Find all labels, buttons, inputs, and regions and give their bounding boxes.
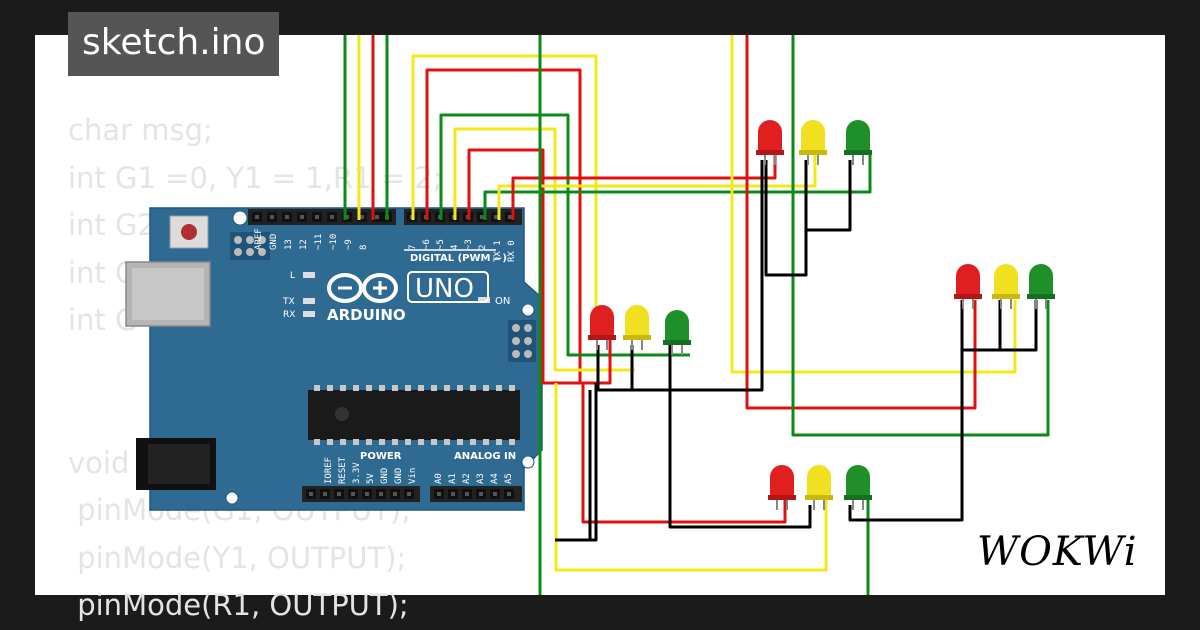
pin-label-9: ~9 [344, 239, 354, 250]
pin-label-vin: Vin [408, 468, 418, 484]
led-red-4[interactable] [768, 465, 796, 510]
pin-label-10: ~10 [329, 234, 339, 250]
led-red-2[interactable] [588, 305, 616, 350]
digital-pwm-label: DIGITAL (PWM ~) [410, 253, 507, 264]
code-line: void [68, 445, 130, 480]
wire-yellow-pin4[interactable] [453, 127, 635, 372]
wire-green-right[interactable] [791, 0, 1050, 437]
code-editor: char msg;int G1 =0, Y1 = 1,R1 = 2;int G2… [68, 107, 442, 630]
pin-label-11: ~11 [314, 234, 324, 250]
led-yellow-3[interactable] [992, 264, 1020, 309]
pin-label-12: 12 [299, 239, 309, 250]
arduino-infinity-logo [327, 273, 398, 303]
wire-green-pin2[interactable] [483, 152, 872, 220]
led-green-3[interactable] [1027, 264, 1055, 309]
board-name: ARDUINO [327, 306, 406, 324]
led-green-2[interactable] [663, 310, 691, 355]
pin-label-13: 13 [284, 239, 294, 250]
pin-label-a3: A3 [476, 473, 486, 484]
code-line: char msg; [68, 113, 213, 147]
led-label-rx: RX [283, 310, 295, 320]
pin-label-a4: A4 [490, 473, 500, 484]
pin-label-gnd1: GND [380, 468, 390, 484]
led-yellow-1[interactable] [799, 120, 827, 165]
pin-label-tx: TX 1 [493, 240, 503, 262]
pin-label-reset: RESET [338, 456, 348, 484]
pin-label-a5: A5 [504, 473, 514, 484]
pin-label-6: ~6 [422, 239, 432, 250]
wires[interactable] [343, 0, 1050, 630]
digital-header [248, 209, 522, 225]
power-analog-header [302, 486, 522, 502]
wire-red-pin3[interactable] [467, 148, 612, 385]
file-name-tab[interactable]: sketch.ino [68, 12, 280, 76]
led-red-3[interactable] [954, 264, 982, 309]
onboard-led-on [478, 297, 490, 303]
wokwi-logo: WOKWi [977, 529, 1138, 575]
uno-badge [407, 271, 489, 303]
led-green-4[interactable] [844, 465, 872, 510]
led-green-1[interactable] [844, 120, 872, 165]
arduino-uno-board[interactable]: AREF GND 13 12 ~11 ~10 ~9 8 7 ~6 ~5 4 ~3… [125, 207, 543, 511]
pin-label-3: ~3 [464, 239, 474, 250]
onboard-led-l [303, 272, 315, 278]
pin-label-gnd: GND [269, 234, 279, 250]
code-line: pinMode(R1, OUTPUT); [68, 588, 409, 622]
pin-label-5v: 5V [366, 473, 376, 484]
board-model: UNO [415, 274, 474, 304]
led-red-1[interactable] [756, 120, 784, 165]
pin-label-rx: RX 0 [507, 240, 517, 262]
wire-yellow-bottom[interactable] [554, 383, 828, 572]
pin-label-a2: A2 [462, 473, 472, 484]
pin-label-8: 8 [359, 245, 369, 250]
code-line: int G2 [68, 208, 156, 242]
wire-gnd-led-group-2[interactable] [670, 160, 764, 392]
pin-label-aref: AREF [254, 228, 264, 250]
pin-label-ioref: IOREF [324, 457, 334, 484]
pin-label-5: ~5 [436, 239, 446, 250]
code-line: pinMode(Y1, OUTPUT); [68, 540, 407, 575]
icsp-header [230, 232, 270, 260]
led-label-l: L [290, 271, 295, 281]
pin-label-a0: A0 [434, 473, 444, 484]
led-yellow-4[interactable] [805, 465, 833, 510]
wire-yellow-pin7[interactable] [411, 54, 598, 340]
icsp-header-right [508, 320, 536, 362]
pin-label-2: 2 [478, 245, 488, 250]
led-yellow-2[interactable] [623, 305, 651, 350]
wire-gnd-led-group-3[interactable] [848, 300, 964, 522]
led-label-tx: TX [282, 297, 295, 307]
wire-red-right[interactable] [745, 0, 977, 410]
wire-red-bottom[interactable] [581, 383, 787, 524]
analog-label: ANALOG IN [454, 451, 516, 462]
power-label: POWER [360, 451, 402, 462]
pin-label-4: 4 [450, 245, 460, 250]
on-label: ON [495, 296, 510, 307]
pin-label-a1: A1 [448, 473, 458, 484]
wire-yellow-pin1[interactable] [497, 152, 817, 220]
wokwi-logo-text: WOKWi [977, 529, 1138, 575]
pin-label-3v3: 3.3V [352, 462, 362, 484]
pin-label-7: 7 [408, 245, 418, 250]
wire-yellow-right[interactable] [730, 0, 1017, 374]
pin-label-gnd2: GND [394, 468, 404, 484]
